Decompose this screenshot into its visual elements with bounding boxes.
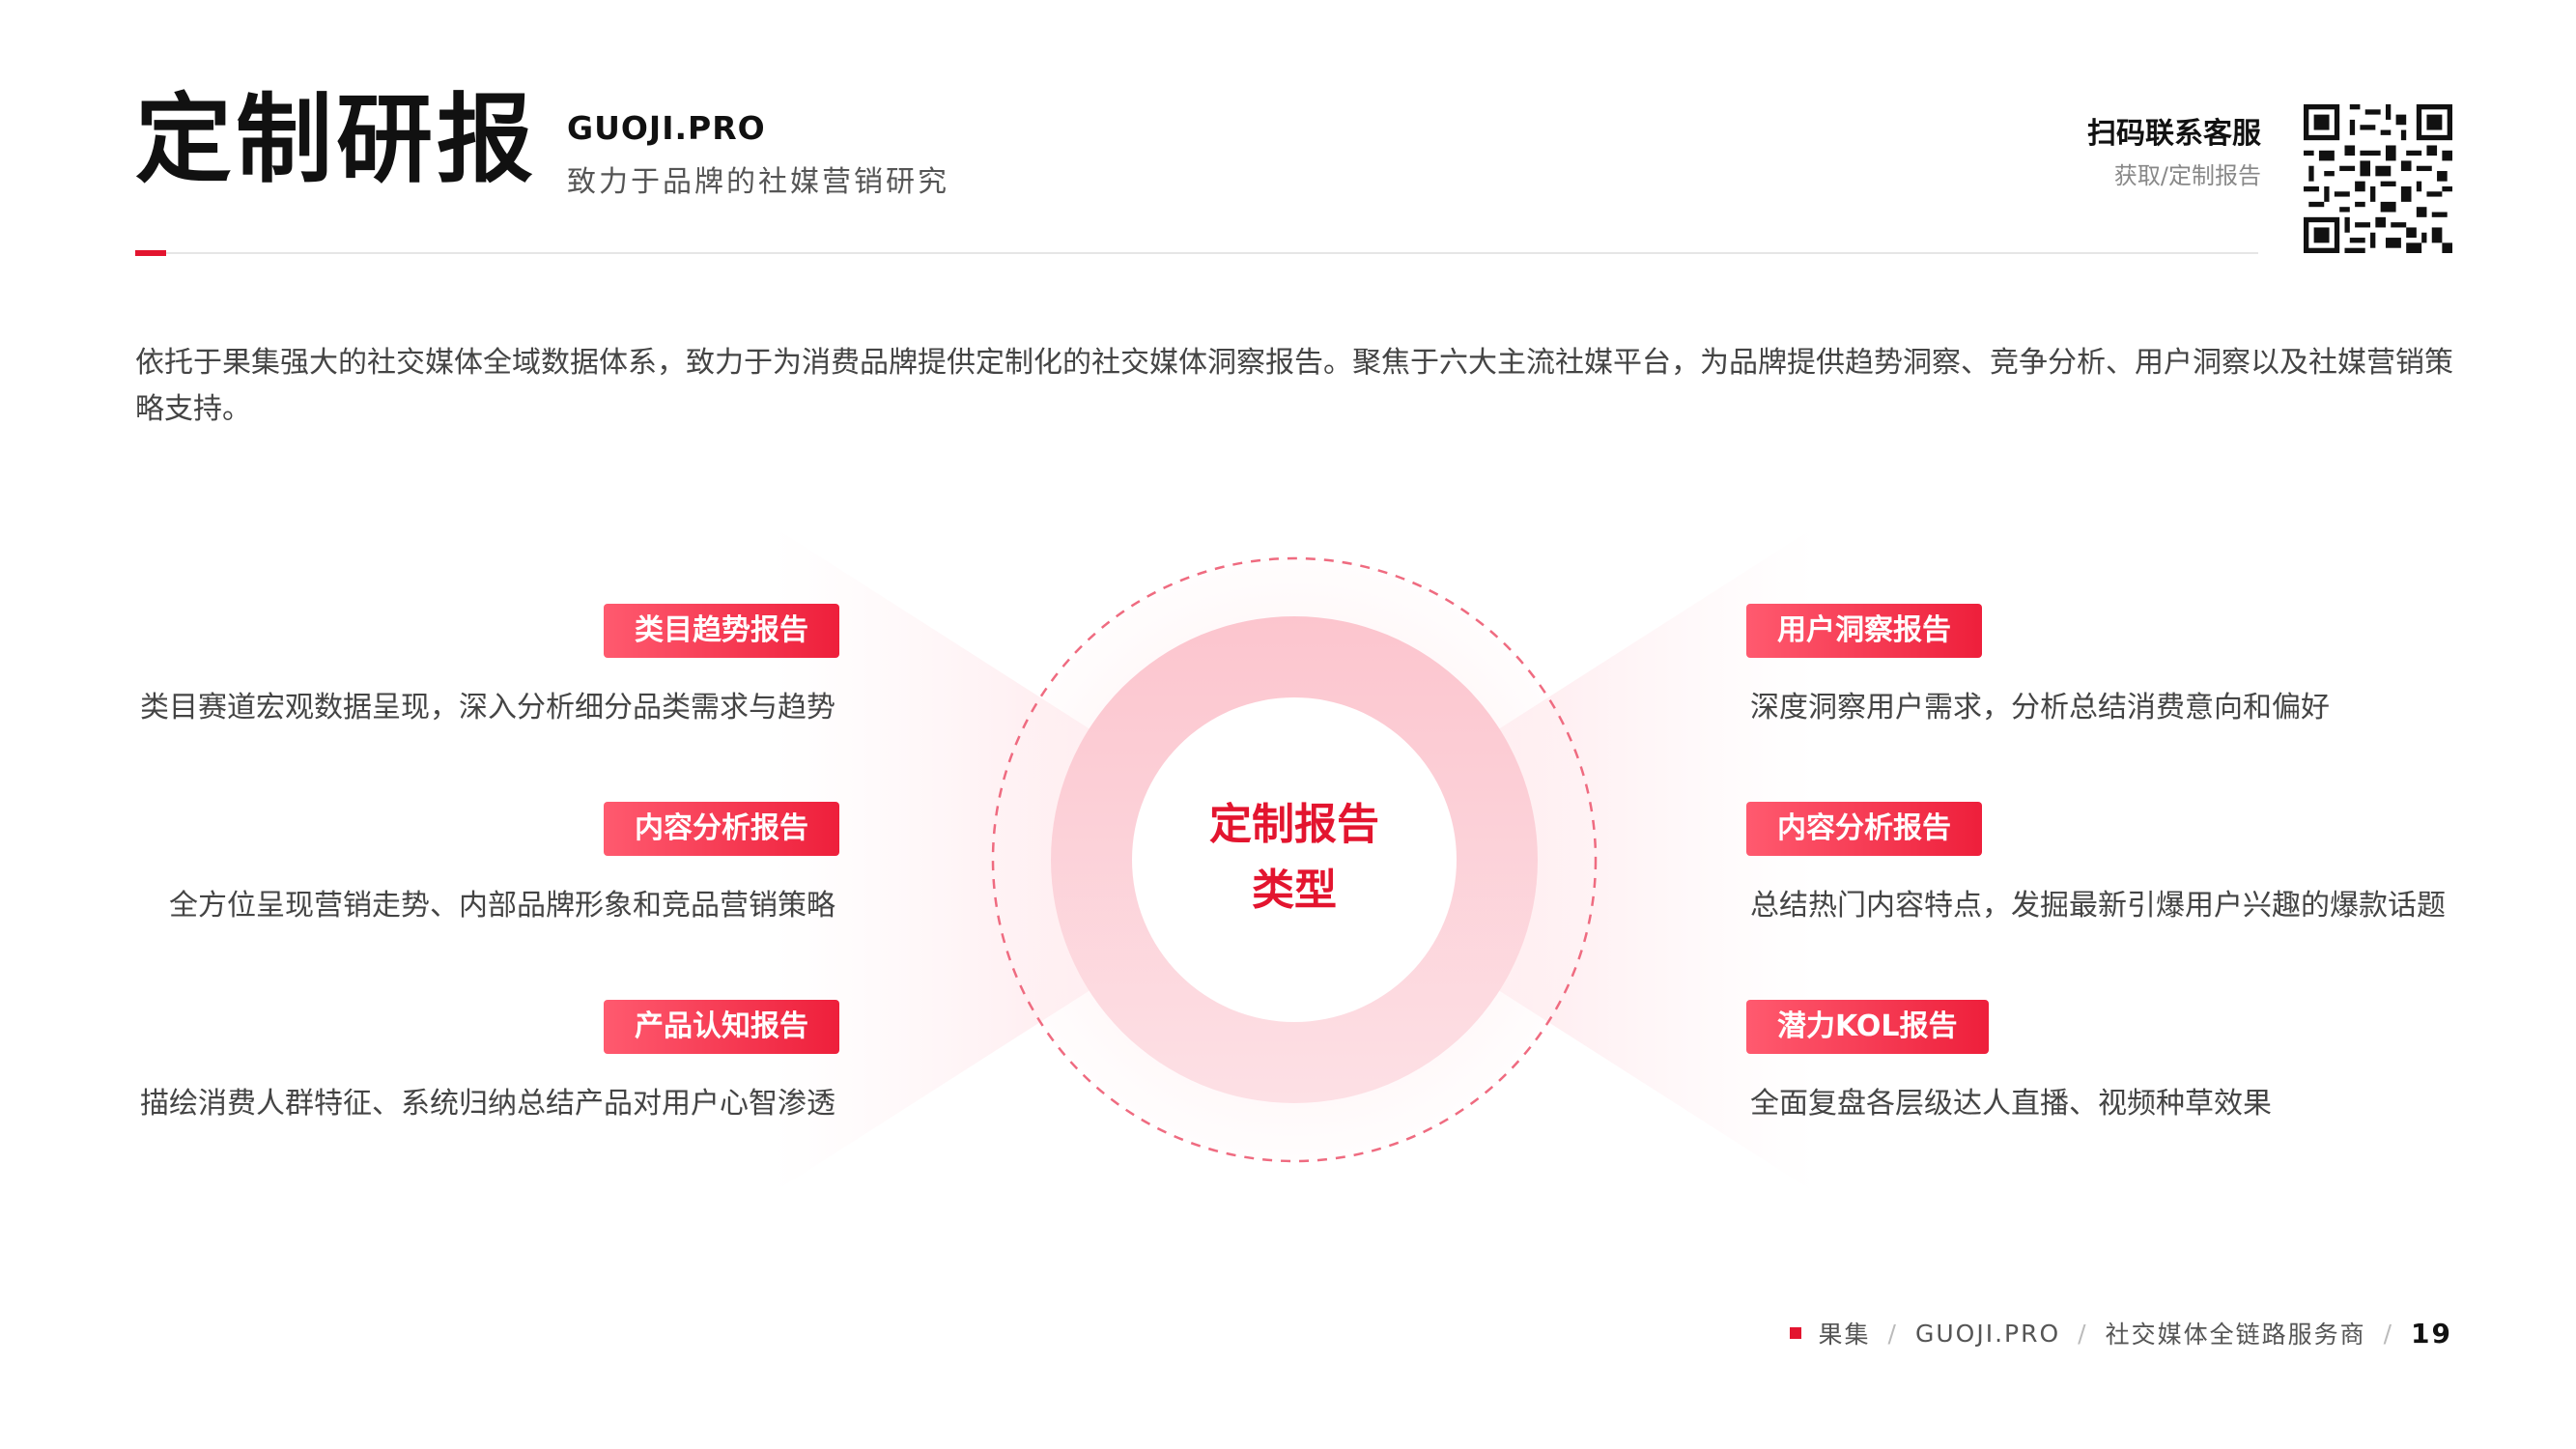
center-label-line1: 定制报告 <box>1209 800 1379 849</box>
footer-separator: / <box>1887 1319 1898 1348</box>
qr-code-icon[interactable] <box>2304 104 2452 253</box>
footer-brand: 果集 <box>1818 1321 1871 1349</box>
center-label: 定制报告 类型 <box>1198 792 1391 923</box>
desc-product-awareness-report: 描绘消费人群特征、系统归纳总结产品对用户心智渗透 <box>140 1087 835 1121</box>
footer-site: GUOJI.PRO <box>1914 1319 2061 1348</box>
desc-category-trend-report: 类目赛道宏观数据呈现，深入分析细分品类需求与趋势 <box>140 691 835 724</box>
desc-content-analysis-report-left: 全方位呈现营销走势、内部品牌形象和竞品营销策略 <box>169 889 835 923</box>
brand-name: GUOJI.PRO <box>567 109 766 147</box>
footer-separator: / <box>2383 1319 2394 1348</box>
tag-content-analysis-report-left: 内容分析报告 <box>604 802 839 856</box>
page-number: 19 <box>2411 1317 2452 1350</box>
contact-subtitle: 获取/定制报告 <box>2113 162 2261 189</box>
center-label-line2: 类型 <box>1252 866 1337 915</box>
tag-category-trend-report: 类目趋势报告 <box>604 604 839 658</box>
tag-potential-kol-report: 潜力KOL报告 <box>1746 1000 1989 1054</box>
header-divider <box>135 252 2258 254</box>
tag-product-awareness-report: 产品认知报告 <box>604 1000 839 1054</box>
desc-content-analysis-report-right: 总结热门内容特点，发掘最新引爆用户兴趣的爆款话题 <box>1750 889 2446 923</box>
page-subtitle: 致力于品牌的社媒营销研究 <box>567 165 949 199</box>
tag-user-insight-report: 用户洞察报告 <box>1746 604 1982 658</box>
footer-separator: / <box>2078 1319 2088 1348</box>
tag-content-analysis-report-right: 内容分析报告 <box>1746 802 1982 856</box>
footer-square-icon <box>1789 1327 1801 1339</box>
footer-slogan: 社交媒体全链路服务商 <box>2105 1321 2366 1349</box>
dashed-ring <box>991 556 1598 1163</box>
center-circle <box>1132 697 1457 1022</box>
intro-paragraph: 依托于果集强大的社交媒体全域数据体系，致力于为消费品牌提供定制化的社交媒体洞察报… <box>135 346 2453 426</box>
page-title: 定制研报 <box>135 83 537 196</box>
desc-potential-kol-report: 全面复盘各层级达人直播、视频种草效果 <box>1750 1087 2272 1121</box>
footer: 果集 / GUOJI.PRO / 社交媒体全链路服务商 / 19 <box>1789 1316 2452 1350</box>
header-divider-accent <box>135 250 166 256</box>
contact-title: 扫码联系客服 <box>2087 117 2261 151</box>
desc-user-insight-report: 深度洞察用户需求，分析总结消费意向和偏好 <box>1750 691 2330 724</box>
